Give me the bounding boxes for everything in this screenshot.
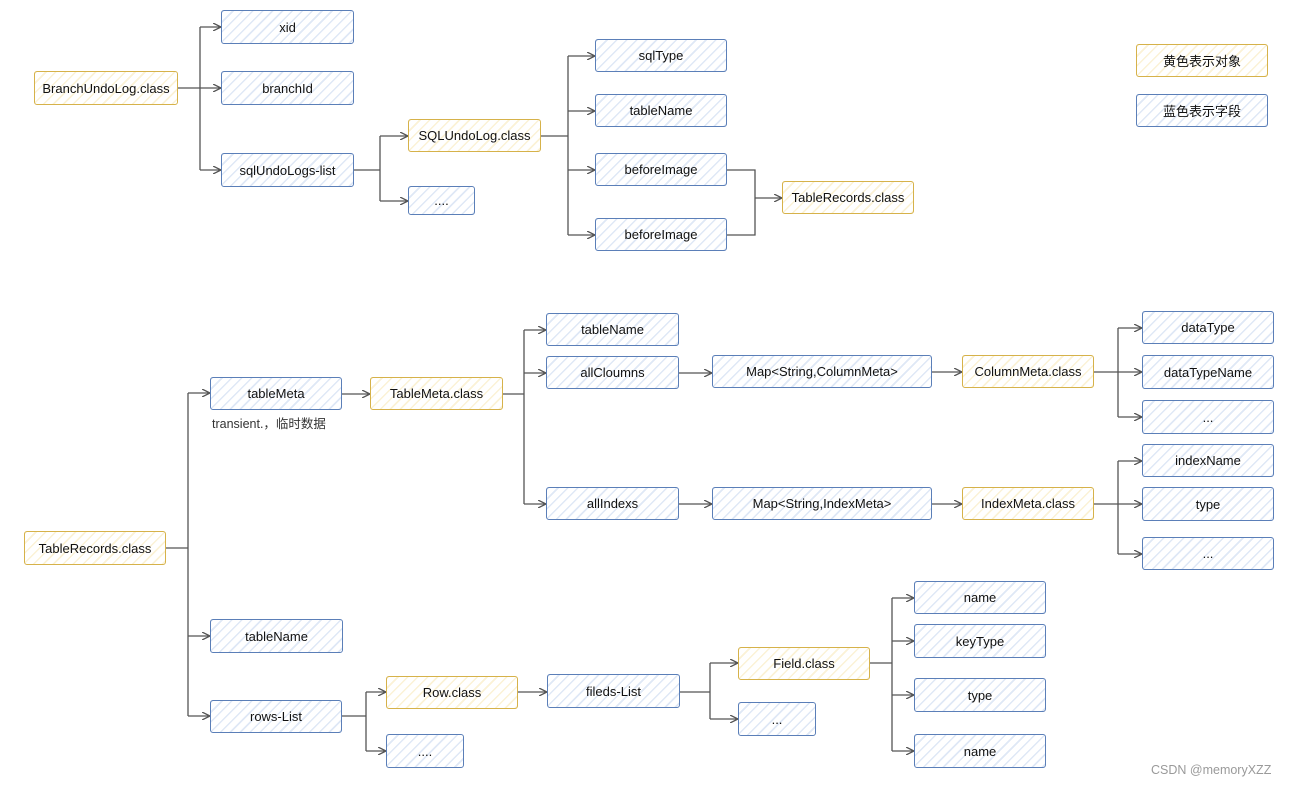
table-records-class: TableRecords.class <box>24 531 166 565</box>
field-all-columns: allCloumns <box>546 356 679 389</box>
field-data-type: dataType <box>1142 311 1274 344</box>
legend-field-box: 蓝色表示字段 <box>1136 94 1268 127</box>
sql-undo-log-class: SQLUndoLog.class <box>408 119 541 152</box>
field-bottom-table-name: tableName <box>210 619 343 653</box>
field-sql-type: sqlType <box>595 39 727 72</box>
field-top-table-name: tableName <box>595 94 727 127</box>
connector-fields-trunk <box>680 663 711 719</box>
branch-undo-log-class: BranchUndoLog.class <box>34 71 178 105</box>
field-index-type: type <box>1142 487 1274 521</box>
top-table-records-class: TableRecords.class <box>782 181 914 214</box>
connector-sqlundolog-trunk <box>541 56 569 235</box>
connector-rows-trunk <box>342 692 367 751</box>
rows-ellipsis: .... <box>386 734 464 768</box>
field-name-1: name <box>914 581 1046 614</box>
field-index-name: indexName <box>1142 444 1274 477</box>
connector-tablerecords-trunk <box>166 393 189 716</box>
connector-sqlundologs-trunk <box>354 136 381 201</box>
field-sql-undo-logs-list: sqlUndoLogs-list <box>221 153 354 187</box>
field-class: Field.class <box>738 647 870 680</box>
watermark: CSDN @memoryXZZ <box>1151 763 1272 777</box>
field-meta-table-name: tableName <box>546 313 679 346</box>
field-table-meta: tableMeta <box>210 377 342 410</box>
connector-images-trunk <box>727 169 756 236</box>
column-meta-class: ColumnMeta.class <box>962 355 1094 388</box>
field-all-indexes: allIndexs <box>546 487 679 520</box>
field-fields-list: fileds-List <box>547 674 680 708</box>
field-data-type-name: dataTypeName <box>1142 355 1274 389</box>
fields-ellipsis: ... <box>738 702 816 736</box>
field-before-image-2: beforeImage <box>595 218 727 251</box>
field-name-2: name <box>914 734 1046 768</box>
table-meta-note: transient.，临时数据 <box>212 417 326 431</box>
table-meta-class: TableMeta.class <box>370 377 503 410</box>
connector-indexmeta-trunk <box>1094 461 1119 554</box>
connector-columnmeta-trunk <box>1094 328 1119 417</box>
connector-branch-trunk <box>178 27 201 170</box>
field-type: type <box>914 678 1046 712</box>
index-map-type: Map<String,IndexMeta> <box>712 487 932 520</box>
field-key-type: keyType <box>914 624 1046 658</box>
top-ellipsis: .... <box>408 186 475 215</box>
field-rows-list: rows-List <box>210 700 342 733</box>
connector-field-trunk <box>870 598 893 751</box>
legend-class-box: 黄色表示对象 <box>1136 44 1268 77</box>
field-xid: xid <box>221 10 354 44</box>
index-meta-class: IndexMeta.class <box>962 487 1094 520</box>
column-map-type: Map<String,ColumnMeta> <box>712 355 932 388</box>
field-before-image-1: beforeImage <box>595 153 727 186</box>
connector-tablemeta-trunk <box>503 330 525 504</box>
column-ellipsis: ... <box>1142 400 1274 434</box>
index-ellipsis: ... <box>1142 537 1274 570</box>
row-class: Row.class <box>386 676 518 709</box>
field-branch-id: branchId <box>221 71 354 105</box>
